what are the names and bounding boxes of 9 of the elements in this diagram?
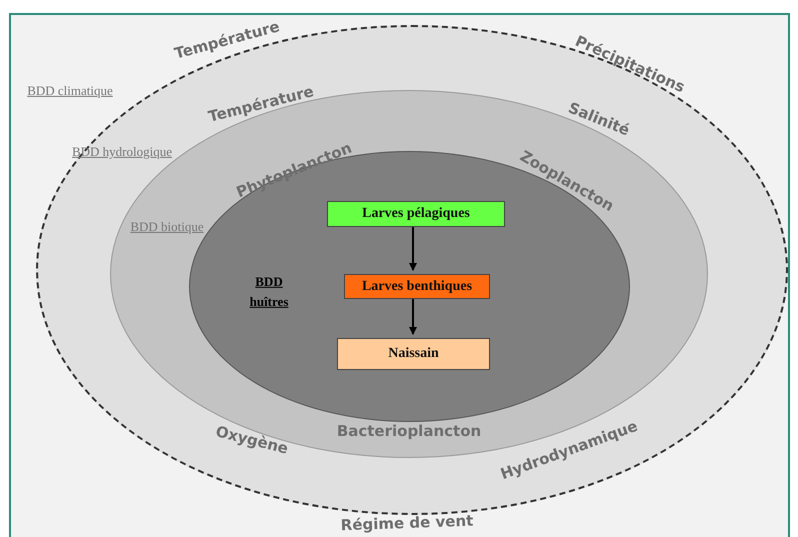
factor-label: Régime de vent bbox=[340, 512, 474, 534]
database-label: BDD hydrologique bbox=[70, 142, 174, 161]
stage-box: Larves pélagiques bbox=[327, 201, 505, 227]
database-label: BDD biotique bbox=[129, 218, 205, 236]
factor-label: Bacterioplancton bbox=[336, 422, 482, 440]
stage-box: Naissain bbox=[337, 338, 490, 370]
stage-box: Larves benthiques bbox=[344, 274, 490, 299]
database-label: BDD huîtres bbox=[248, 272, 290, 311]
database-label: BDD climatique bbox=[26, 82, 114, 100]
